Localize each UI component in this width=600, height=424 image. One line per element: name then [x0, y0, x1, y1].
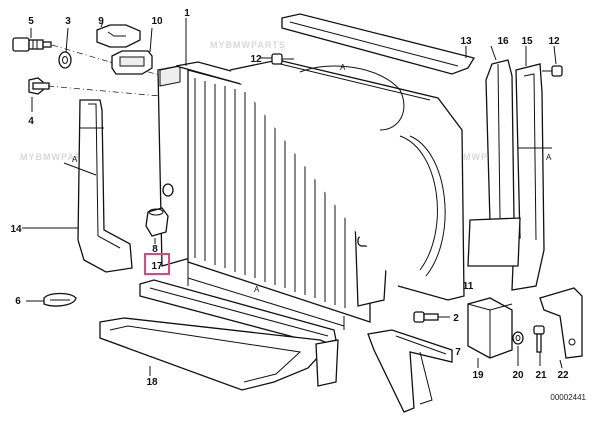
- part-2-bolt: [413, 311, 450, 323]
- part-10-rubber-mount: [111, 27, 153, 75]
- callout-16: 16: [497, 36, 509, 47]
- callout-1: 1: [184, 8, 190, 19]
- callout-7: 7: [455, 347, 461, 358]
- part-20-washer: [512, 331, 524, 366]
- callout-3: 3: [65, 16, 71, 27]
- dimension-label-right: A: [546, 153, 552, 162]
- part-4-drain-plug: [28, 77, 50, 112]
- part-6-hose-clamp: [26, 292, 77, 307]
- dimension-label-left: A: [72, 155, 78, 164]
- callout-19: 19: [472, 370, 484, 381]
- callout-5: 5: [28, 16, 34, 27]
- part-5-temperature-sensor: [12, 28, 52, 52]
- callout-21: 21: [535, 370, 547, 381]
- part-22-mounting-bracket: [539, 287, 583, 369]
- part-7-support-bracket: [367, 329, 453, 413]
- callout-14: 14: [10, 224, 22, 235]
- part-12-bolt-right: [542, 45, 563, 77]
- callout-11: 11: [463, 281, 474, 292]
- diagram-reference-code: 00002441: [550, 393, 586, 402]
- part-14-left-air-duct: [22, 99, 133, 273]
- watermark-2: MYBMWPARTS: [20, 152, 96, 162]
- part-19-control-unit: [467, 297, 513, 368]
- part-12-bolt-left: [260, 53, 294, 65]
- callout-22: 22: [557, 370, 569, 381]
- callout-15: 15: [521, 36, 533, 47]
- part-13-seal-strip: [281, 13, 476, 75]
- part-17-highlight-box: [144, 253, 170, 275]
- callout-20: 20: [512, 370, 524, 381]
- dimension-label-top: A: [340, 63, 346, 72]
- callout-4: 4: [28, 116, 34, 127]
- callout-9: 9: [98, 16, 104, 27]
- callout-18: 18: [146, 377, 158, 388]
- dimension-label-bottom: A: [254, 285, 260, 294]
- part-18-air-guide-panel: [99, 317, 339, 391]
- callout-2: 2: [453, 313, 459, 324]
- part-16-right-air-duct: [485, 45, 515, 223]
- part-8-rubber-stopper: [145, 207, 169, 244]
- callout-12-left: 12: [250, 54, 262, 65]
- part-15-right-bracket: [467, 46, 545, 291]
- part-3-sealing-washer: [58, 27, 72, 69]
- watermark-1: MYBMWPARTS: [210, 40, 286, 50]
- part-9-mounting-clip: [96, 21, 141, 48]
- watermark-3: MYBMWPARTS: [440, 152, 516, 162]
- callout-12-right: 12: [548, 36, 560, 47]
- callout-17: 17: [151, 261, 163, 272]
- callout-13: 13: [460, 36, 472, 47]
- callout-8: 8: [152, 244, 158, 255]
- callout-10: 10: [151, 16, 163, 27]
- part-21-screw: [533, 325, 545, 366]
- callout-6: 6: [15, 296, 21, 307]
